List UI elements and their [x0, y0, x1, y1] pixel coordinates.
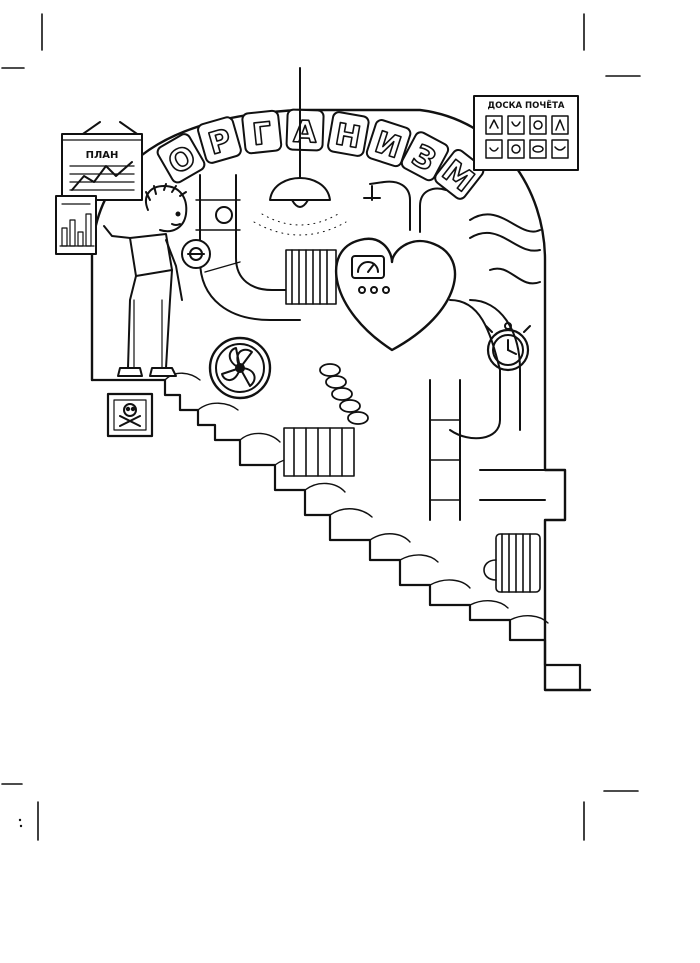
- crop-mark-icon: [1, 13, 641, 841]
- fan-icon: [208, 336, 272, 400]
- honor-board: ДОСКА ПОЧЁТА: [473, 95, 579, 171]
- plan-board: ПЛАН: [61, 121, 143, 201]
- lamp-icon: [253, 67, 347, 236]
- title-letter: А: [293, 115, 318, 151]
- plan-board-label: ПЛАН: [86, 150, 119, 161]
- gear-icon: [181, 239, 211, 269]
- title-letter: Г: [251, 116, 274, 153]
- title-letter: Н: [333, 117, 364, 156]
- coil-spring: [319, 363, 369, 425]
- honor-board-label: ДОСКА ПОЧЁТА: [488, 100, 565, 111]
- heart-machine-icon: [335, 180, 457, 352]
- bellows: [285, 249, 337, 305]
- right-pipes: [429, 213, 546, 521]
- gauge-icon: [351, 255, 385, 279]
- radiator: [483, 533, 541, 593]
- corner-dots: [18, 818, 23, 828]
- organism-title: О Р Г А Н И З М: [156, 108, 485, 200]
- skull-crossbones-icon: [106, 392, 154, 438]
- chart-icon: [69, 161, 135, 191]
- boy-figure-icon: [103, 183, 188, 377]
- title-letter: И: [370, 125, 405, 166]
- bar-chart-sheet: [55, 195, 97, 255]
- ribbed-columns: [283, 427, 355, 477]
